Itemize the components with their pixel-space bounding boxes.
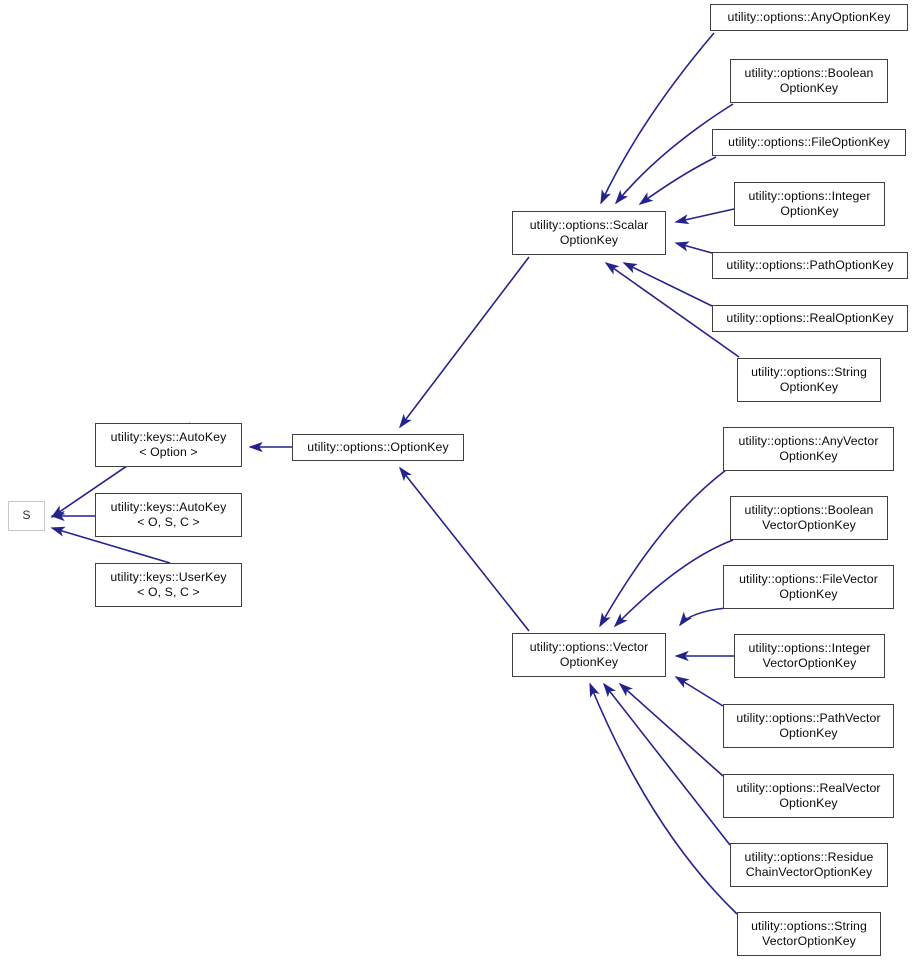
inheritance-arrow-integer-to-scalar bbox=[674, 208, 735, 225]
class-node-boolean[interactable]: utility::options::Boolean OptionKey bbox=[730, 59, 888, 103]
class-node-path[interactable]: utility::options::PathOptionKey bbox=[712, 252, 908, 279]
class-node-label: utility::options::Integer OptionKey bbox=[748, 188, 871, 219]
class-node-autokey_osc[interactable]: utility::keys::AutoKey < O, S, C > bbox=[95, 493, 242, 537]
class-node-userkey_osc[interactable]: utility::keys::UserKey < O, S, C > bbox=[95, 563, 242, 607]
class-node-integer[interactable]: utility::options::Integer OptionKey bbox=[734, 182, 885, 226]
class-node-label: utility::keys::AutoKey < Option > bbox=[110, 429, 227, 460]
inheritance-arrow-path-to-scalar bbox=[674, 241, 713, 254]
class-node-label: utility::keys::UserKey < O, S, C > bbox=[110, 569, 227, 600]
class-node-label: utility::options::RealVector OptionKey bbox=[736, 780, 881, 811]
class-node-label: utility::keys::AutoKey < O, S, C > bbox=[110, 499, 227, 530]
class-node-stringvec[interactable]: utility::options::String VectorOptionKey bbox=[737, 912, 881, 956]
class-node-label: utility::options::Residue ChainVectorOpt… bbox=[744, 849, 874, 880]
class-node-label: utility::options::Integer VectorOptionKe… bbox=[748, 640, 871, 671]
class-node-label: utility::options::PathVector OptionKey bbox=[736, 710, 881, 741]
class-node-realvec[interactable]: utility::options::RealVector OptionKey bbox=[723, 774, 894, 818]
class-node-residuevec[interactable]: utility::options::Residue ChainVectorOpt… bbox=[730, 843, 888, 887]
class-node-optionkey[interactable]: utility::options::OptionKey bbox=[292, 434, 464, 461]
class-node-label: utility::options::RealOptionKey bbox=[726, 310, 894, 325]
class-node-label: utility::options::String VectorOptionKey bbox=[751, 918, 867, 949]
inheritance-arrow-filevec-to-vector bbox=[679, 607, 727, 627]
inheritance-arrow-vector-to-optionkey bbox=[399, 466, 530, 632]
edges-group bbox=[50, 32, 740, 915]
inheritance-arrow-file-to-scalar bbox=[638, 156, 717, 205]
class-node-intvec[interactable]: utility::options::Integer VectorOptionKe… bbox=[734, 634, 885, 678]
inheritance-arrow-real-to-scalar bbox=[622, 262, 713, 307]
class-node-boolvec[interactable]: utility::options::Boolean VectorOptionKe… bbox=[730, 496, 888, 540]
class-node-label: S bbox=[22, 508, 31, 523]
class-node-label: utility::options::FileOptionKey bbox=[728, 134, 890, 149]
class-node-anyvec[interactable]: utility::options::AnyVector OptionKey bbox=[723, 427, 894, 471]
class-node-label: utility::options::FileVector OptionKey bbox=[739, 571, 878, 602]
class-node-label: utility::options::Boolean OptionKey bbox=[744, 65, 874, 96]
inheritance-arrow-realvec-to-vector bbox=[618, 682, 724, 777]
class-node-label: utility::options::AnyOptionKey bbox=[727, 9, 891, 24]
inheritance-arrow-pathvec-to-vector bbox=[674, 676, 724, 707]
class-node-pathvec[interactable]: utility::options::PathVector OptionKey bbox=[723, 704, 894, 748]
class-node-any[interactable]: utility::options::AnyOptionKey bbox=[710, 4, 908, 31]
class-node-label: utility::options::OptionKey bbox=[307, 439, 449, 454]
class-node-vector[interactable]: utility::options::Vector OptionKey bbox=[512, 633, 666, 677]
inheritance-arrow-stringvec-to-vector bbox=[589, 682, 738, 915]
inheritance-arrow-residuevec-to-vector bbox=[603, 682, 731, 846]
class-node-label: utility::options::Vector OptionKey bbox=[529, 639, 649, 670]
class-node-scalar[interactable]: utility::options::Scalar OptionKey bbox=[512, 211, 666, 255]
class-node-s[interactable]: S bbox=[8, 501, 45, 531]
inheritance-arrow-scalar-to-optionkey bbox=[399, 256, 530, 429]
inheritance-arrow-anyvec-to-vector bbox=[599, 469, 727, 628]
class-node-real[interactable]: utility::options::RealOptionKey bbox=[712, 305, 908, 332]
inheritance-arrow-any-to-scalar bbox=[600, 32, 715, 205]
class-node-label: utility::options::PathOptionKey bbox=[726, 257, 894, 272]
class-node-label: utility::options::Boolean VectorOptionKe… bbox=[744, 502, 874, 533]
class-node-label: utility::options::AnyVector OptionKey bbox=[738, 433, 879, 464]
inheritance-arrow-boolvec-to-vector bbox=[613, 539, 734, 628]
class-node-filevec[interactable]: utility::options::FileVector OptionKey bbox=[723, 565, 894, 609]
class-node-autokey_option[interactable]: utility::keys::AutoKey < Option > bbox=[95, 423, 242, 467]
class-node-file[interactable]: utility::options::FileOptionKey bbox=[712, 129, 906, 156]
class-node-label: utility::options::Scalar OptionKey bbox=[529, 217, 649, 248]
class-node-label: utility::options::String OptionKey bbox=[751, 364, 867, 395]
class-node-string[interactable]: utility::options::String OptionKey bbox=[737, 358, 881, 402]
